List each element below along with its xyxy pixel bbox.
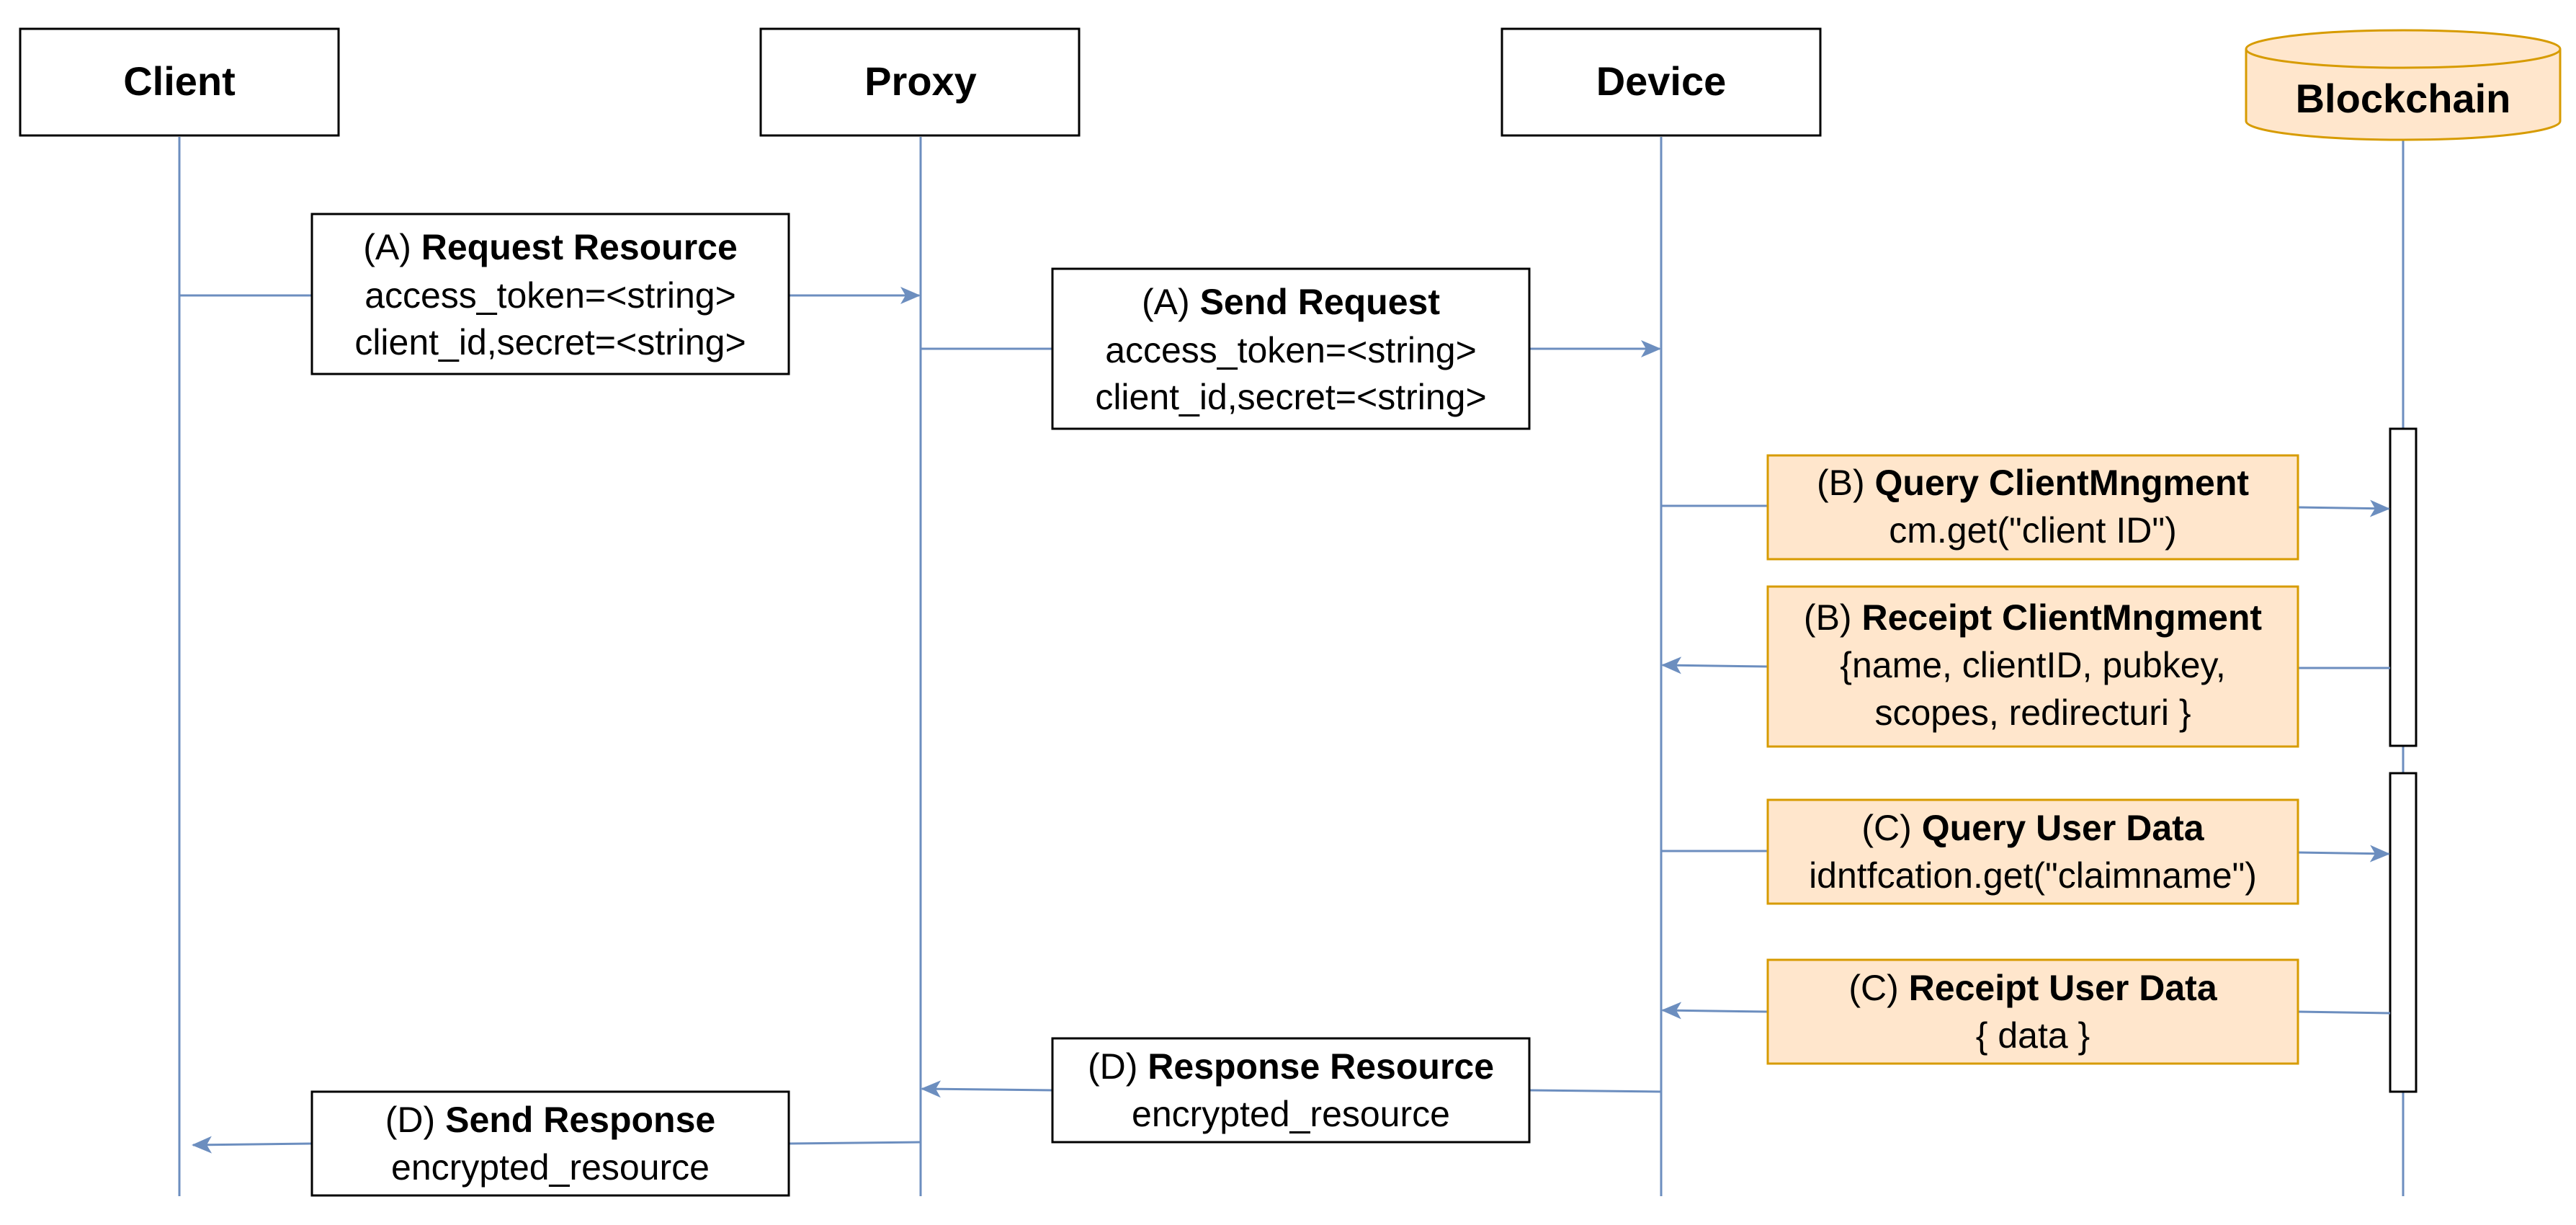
message-d-send-response: (D) Send Response encrypted_resource — [192, 1090, 921, 1197]
message-c-query-user-data: (C) Query User Data idntfcation.get("cla… — [1661, 798, 2390, 905]
svg-text:(A) Send Request: (A) Send Request — [1142, 282, 1440, 322]
actor-client-label: Client — [123, 58, 236, 104]
actor-device-label: Device — [1596, 58, 1727, 104]
message-b-receipt-clientmngment: (B) Receipt ClientMngment {name, clientI… — [1661, 585, 2390, 748]
svg-text:(D) Response Resource: (D) Response Resource — [1088, 1046, 1494, 1087]
message-step: (B) — [1817, 463, 1865, 503]
message-d-response-resource: (D) Response Resource encrypted_resource — [921, 1037, 1662, 1144]
message-param: {name, clientID, pubkey, — [1840, 645, 2225, 685]
message-a-send-request: (A) Send Request access_token=<string> c… — [921, 267, 1661, 430]
svg-text:(A) Request Resource: (A) Request Resource — [363, 227, 738, 267]
message-title: Request Resource — [421, 227, 738, 267]
actor-proxy: Proxy — [759, 27, 1081, 137]
message-param: client_id,secret=<string> — [1095, 377, 1486, 417]
message-param: scopes, redirecturi } — [1874, 692, 2191, 733]
message-param: encrypted_resource — [1132, 1094, 1450, 1134]
blockchain-activation-bar — [2389, 427, 2418, 747]
actor-device: Device — [1501, 27, 1822, 137]
actor-blockchain: Blockchain — [2245, 29, 2562, 141]
message-step: (A) — [1142, 282, 1190, 322]
message-c-receipt-user-data: (C) Receipt User Data { data } — [1661, 958, 2391, 1065]
svg-text:(D) Send Response: (D) Send Response — [385, 1100, 715, 1140]
actor-blockchain-label: Blockchain — [2296, 76, 2511, 121]
message-step: (A) — [363, 227, 411, 267]
blockchain-activation-bar — [2389, 772, 2418, 1093]
message-title: Receipt User Data — [1909, 968, 2218, 1008]
message-title: Send Request — [1200, 282, 1441, 322]
database-icon — [2245, 29, 2562, 141]
message-param: access_token=<string> — [365, 275, 736, 316]
message-title: Query ClientMngment — [1875, 463, 2250, 503]
message-param: client_id,secret=<string> — [354, 322, 746, 362]
message-param: { data } — [1976, 1015, 2090, 1056]
svg-text:(C) Query User Data: (C) Query User Data — [1861, 808, 2204, 848]
message-a-request-resource: (A) Request Resource access_token=<strin… — [179, 213, 921, 375]
message-title: Send Response — [445, 1100, 715, 1140]
svg-text:(C) Receipt User Data: (C) Receipt User Data — [1848, 968, 2217, 1008]
message-step: (B) — [1804, 597, 1852, 638]
message-param: cm.get("client ID") — [1889, 510, 2176, 551]
message-param: idntfcation.get("claimname") — [1809, 855, 2257, 896]
message-title: Receipt ClientMngment — [1861, 597, 2262, 638]
message-step: (C) — [1848, 968, 1898, 1008]
message-step: (D) — [385, 1100, 435, 1140]
message-step: (C) — [1861, 808, 1911, 848]
message-b-query-clientmngment: (B) Query ClientMngment cm.get("client I… — [1661, 454, 2390, 561]
message-param: encrypted_resource — [391, 1147, 710, 1188]
message-title: Query User Data — [1922, 808, 2205, 848]
message-param: access_token=<string> — [1105, 330, 1477, 370]
svg-text:(B) Receipt ClientMngment: (B) Receipt ClientMngment — [1804, 597, 2263, 638]
message-step: (D) — [1088, 1046, 1137, 1087]
actor-client: Client — [19, 27, 340, 137]
message-title: Response Resource — [1148, 1046, 1494, 1087]
actor-proxy-label: Proxy — [864, 58, 977, 104]
svg-text:(B) Query ClientMngment: (B) Query ClientMngment — [1817, 463, 2249, 503]
